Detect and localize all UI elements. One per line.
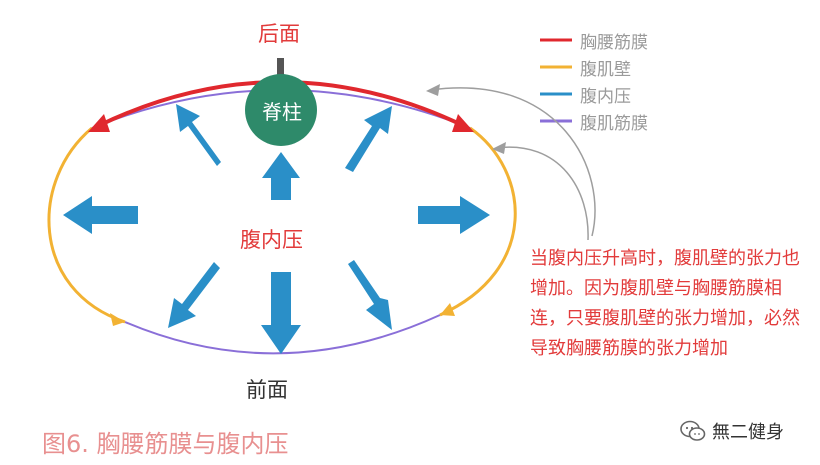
abdominal-wall-right (439, 126, 517, 317)
pressure-arrow-down-left (168, 262, 220, 328)
spine-circle (245, 74, 317, 146)
pressure-arrow-up (262, 152, 300, 200)
pressure-arrow-up-left (176, 104, 221, 166)
explanation-text: 当腹内压升高时，腹肌壁的张力也增加。因为腹肌壁与胸腰筋膜相连，只要腹肌壁的张力增… (530, 248, 800, 359)
figure-caption: 图6. 胸腰筋膜与腹内压 (42, 430, 289, 458)
legend-label-abdominal-wall: 腹肌壁 (580, 60, 631, 80)
back-label: 后面 (258, 22, 300, 46)
pointer-arrowhead-upper (426, 84, 440, 96)
abdominal-wall-left (47, 126, 126, 324)
pointer-curve-upper (429, 87, 596, 237)
legend-label-pressure: 腹内压 (580, 87, 631, 107)
spine-connector (277, 58, 284, 78)
pressure-arrow-up-right (345, 106, 392, 172)
pressure-arrow-left (63, 196, 138, 234)
pressure-arrow-down-right (348, 260, 392, 330)
spine-label: 脊柱 (262, 100, 302, 124)
fascia-arrowhead-right (452, 114, 474, 132)
legend-label-abdominal-fascia: 腹肌筋膜 (580, 114, 648, 134)
watermark: 無二健身 (680, 416, 784, 446)
legend-label-thoracolumbar: 胸腰筋膜 (580, 33, 648, 53)
pointer-arrowhead-lower (492, 142, 506, 154)
pressure-arrows (63, 104, 490, 354)
intra-abdominal-pressure-label: 腹内压 (240, 228, 303, 252)
pressure-arrow-right (418, 196, 490, 234)
wechat-icon (680, 420, 706, 441)
fascia-arrowhead-left (88, 114, 110, 132)
abdominal-wall-arrowhead-left (110, 313, 125, 326)
pressure-arrow-down (261, 272, 301, 354)
front-label: 前面 (246, 378, 288, 402)
pointer-curve-lower (495, 146, 589, 241)
abdominal-wall-arrowhead-right (440, 303, 455, 316)
watermark-text: 無二健身 (712, 422, 784, 443)
